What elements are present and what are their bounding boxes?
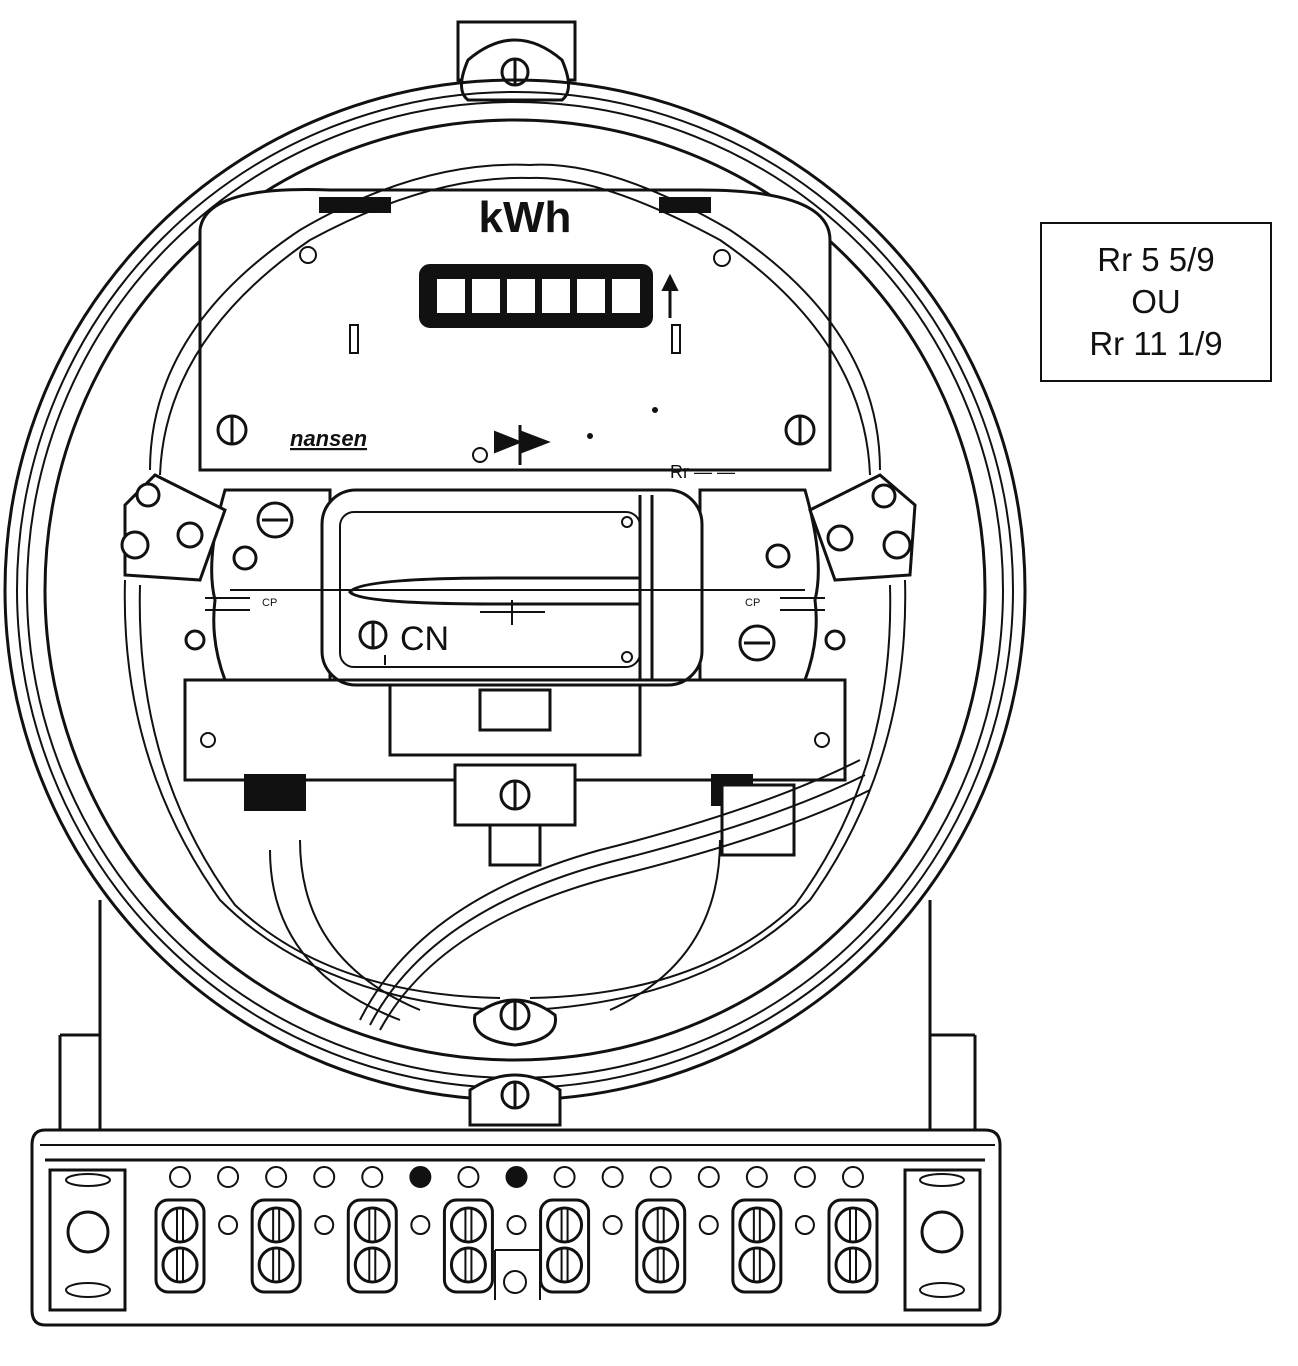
ratio-line-2: OU	[1131, 283, 1181, 320]
ratio-line-1: Rr 5 5/9	[1097, 241, 1215, 278]
filled-hole	[505, 1166, 528, 1188]
terminal-hole	[697, 1166, 720, 1188]
terminal-hole	[602, 1215, 623, 1235]
terminal-hole	[361, 1166, 384, 1188]
cn-label: CN	[400, 620, 449, 658]
terminal-hole	[649, 1166, 672, 1188]
lower-mechanism	[183, 678, 847, 867]
terminal-hole	[745, 1166, 768, 1188]
terminal-hole	[842, 1166, 864, 1188]
terminal-hole	[169, 1166, 191, 1188]
nameplate-screws	[216, 414, 816, 446]
nameplate	[198, 188, 832, 472]
direction-arrow-icon	[661, 273, 679, 318]
terminal-block	[30, 1128, 1002, 1327]
terminal-screw-pair	[250, 1198, 302, 1294]
left-side-clamp	[120, 473, 227, 582]
terminal-hole	[217, 1166, 240, 1188]
terminal-hole	[265, 1166, 288, 1188]
ratio-line-3: Rr 11 1/9	[1089, 325, 1223, 362]
register-window	[419, 264, 653, 328]
terminal-screw-pair	[731, 1198, 783, 1294]
terminal-hole	[601, 1166, 624, 1188]
brand-logo: nansen	[290, 426, 367, 451]
terminal-screw-pair	[154, 1198, 206, 1294]
terminal-hole	[457, 1166, 480, 1188]
meter-base	[58, 900, 977, 1130]
terminal-hole	[794, 1215, 815, 1235]
cp-right-label: CP	[745, 597, 760, 609]
right-element-frame	[698, 488, 846, 682]
terminal-hole	[698, 1215, 719, 1235]
bottom-tab	[468, 1073, 562, 1127]
terminal-hole	[218, 1215, 239, 1235]
top-hanger	[456, 20, 577, 102]
terminal-screw-pair	[827, 1198, 879, 1294]
ring-bottom-screw	[473, 998, 557, 1047]
ratio-info-box: Rr 5 5/9 OU Rr 11 1/9	[1040, 222, 1272, 382]
rr-label: Rr — —	[670, 462, 735, 482]
terminal-hole	[506, 1215, 527, 1235]
terminal-screw-pair	[346, 1198, 398, 1294]
terminal-screw-pair	[539, 1198, 591, 1294]
unit-label: kWh	[479, 193, 572, 242]
terminal-hole	[313, 1166, 336, 1188]
terminal-hole	[793, 1166, 816, 1188]
terminal-screw-pair	[635, 1198, 687, 1294]
disk-housing	[230, 488, 805, 687]
terminal-hole	[553, 1166, 576, 1188]
wiring	[123, 163, 907, 1031]
terminal-hole	[410, 1215, 431, 1235]
disk-symbol-icon	[472, 407, 658, 465]
cp-left-label: CP	[262, 597, 277, 609]
terminal-hole	[314, 1215, 335, 1235]
terminal-screw-pair	[442, 1198, 494, 1294]
filled-hole	[409, 1166, 432, 1188]
right-side-clamp	[808, 473, 917, 582]
